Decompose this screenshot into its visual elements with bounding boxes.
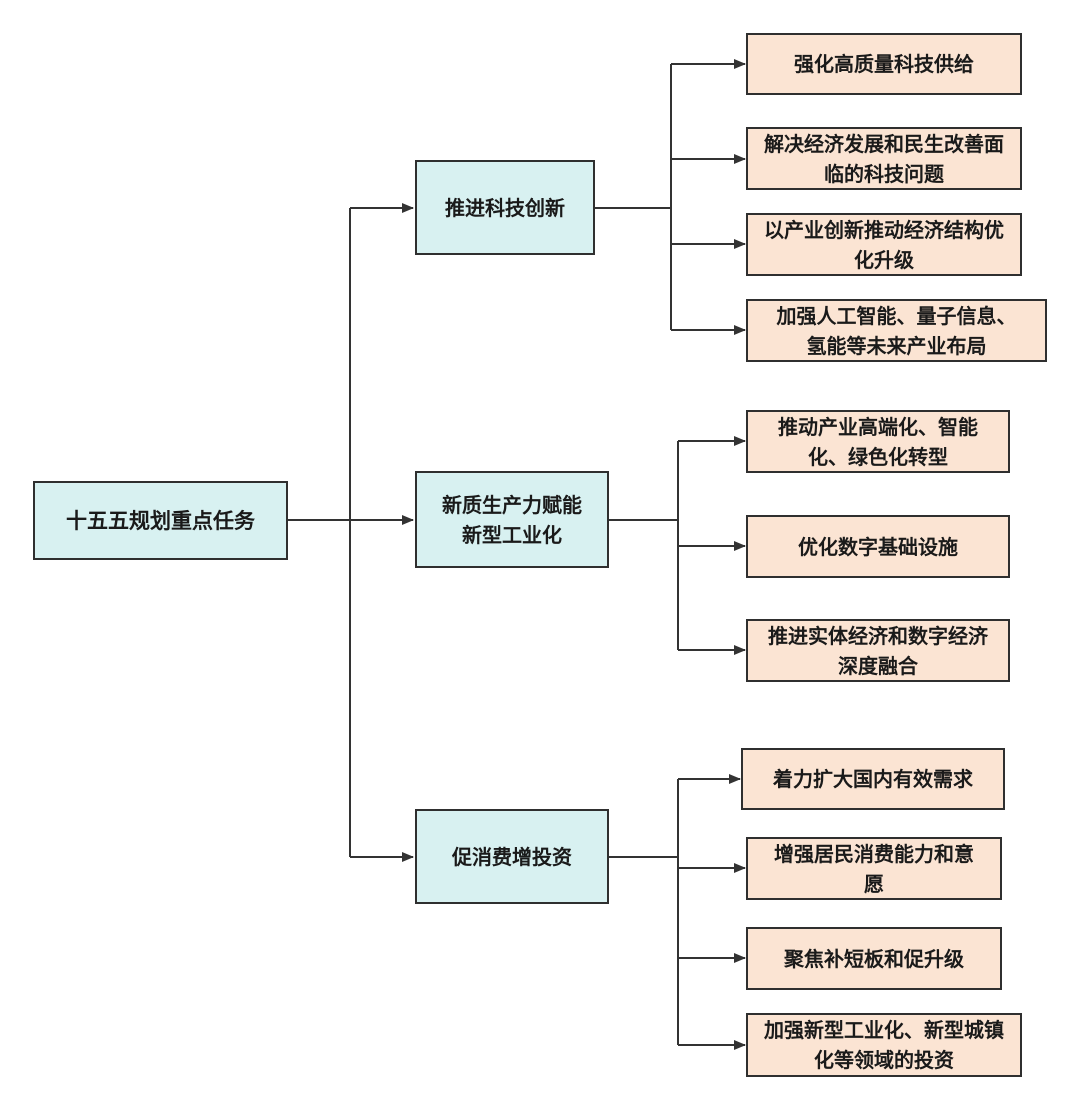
leaf-node: 强化高质量科技供给 xyxy=(746,33,1022,95)
leaf-node-label: 增强居民消费能力和意愿 xyxy=(774,841,974,896)
leaf-node-label: 以产业创新推动经济结构优化升级 xyxy=(764,217,1004,272)
root-node-label: 十五五规划重点任务 xyxy=(66,508,255,533)
leaf-node-label: 推动产业高端化、智能化、绿色化转型 xyxy=(778,414,978,469)
branch-node-new-productivity: 新质生产力赋能新型工业化 xyxy=(415,471,609,568)
connector-root-trunk xyxy=(288,208,351,857)
leaf-node: 推动产业高端化、智能化、绿色化转型 xyxy=(746,410,1010,473)
connector-branch-1-trunk xyxy=(595,64,672,330)
branch-node-consumption-investment: 促消费增投资 xyxy=(415,809,609,904)
leaf-node: 解决经济发展和民生改善面临的科技问题 xyxy=(746,127,1022,190)
connector-branch-2-trunk xyxy=(609,441,679,650)
leaf-node: 增强居民消费能力和意愿 xyxy=(746,837,1002,900)
leaf-node: 着力扩大国内有效需求 xyxy=(741,748,1005,810)
branch-node-label: 新质生产力赋能新型工业化 xyxy=(442,492,582,547)
leaf-node: 聚焦补短板和促升级 xyxy=(746,927,1002,990)
root-node: 十五五规划重点任务 xyxy=(33,481,288,560)
branch-node-label: 推进科技创新 xyxy=(445,195,565,220)
leaf-node-label: 解决经济发展和民生改善面临的科技问题 xyxy=(764,131,1004,186)
leaf-node-label: 强化高质量科技供给 xyxy=(794,52,974,76)
leaf-node: 以产业创新推动经济结构优化升级 xyxy=(746,213,1022,276)
leaf-node-label: 优化数字基础设施 xyxy=(798,534,958,559)
leaf-node-label: 推进实体经济和数字经济深度融合 xyxy=(768,623,988,678)
leaf-node-label: 加强新型工业化、新型城镇化等领域的投资 xyxy=(764,1018,1004,1072)
leaf-node-label: 聚焦补短板和促升级 xyxy=(784,946,964,971)
leaf-node-label: 着力扩大国内有效需求 xyxy=(773,767,973,791)
branch-node-tech-innovation: 推进科技创新 xyxy=(415,160,595,255)
branch-node-label: 促消费增投资 xyxy=(452,844,572,869)
leaf-node: 优化数字基础设施 xyxy=(746,515,1010,578)
leaf-node: 加强人工智能、量子信息、氢能等未来产业布局 xyxy=(746,299,1047,362)
connector-branch-3-trunk xyxy=(609,779,679,1045)
leaf-node-label: 加强人工智能、量子信息、氢能等未来产业布局 xyxy=(776,303,1017,358)
leaf-node: 推进实体经济和数字经济深度融合 xyxy=(746,619,1010,682)
leaf-node: 加强新型工业化、新型城镇化等领域的投资 xyxy=(746,1013,1022,1077)
